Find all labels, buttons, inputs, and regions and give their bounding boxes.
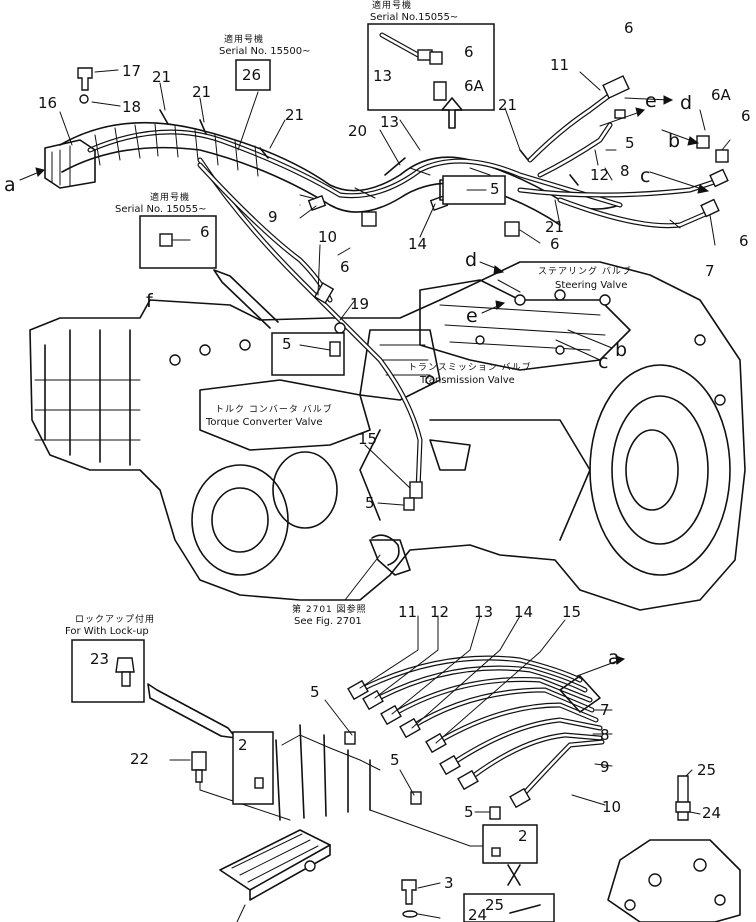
callout-5a: 5 [625, 134, 635, 152]
serial-note-top-jp: 適用号機 [372, 0, 412, 11]
lower-tube-assembly [71, 639, 741, 922]
leader-lines [59, 69, 731, 922]
callout-14: 14 [408, 235, 427, 253]
serial-note-mid-en: Serial No. 15500~ [219, 46, 310, 57]
see-fig-jp: 第 2701 図参照 [292, 603, 367, 615]
steering-valve-jp: ステアリング バルブ [538, 265, 632, 277]
callout-21e: 21 [545, 218, 564, 236]
letter-a-low: a [608, 647, 620, 669]
callout-23: 23 [90, 650, 109, 668]
callout-6f: 6 [550, 235, 560, 253]
callout-11: 11 [550, 56, 569, 74]
see-fig-en: See Fig. 2701 [294, 616, 362, 627]
upper-hose-bundle [44, 67, 729, 566]
callout-6a: 6A [711, 86, 732, 104]
letter-f: f [146, 290, 154, 312]
transmission-valve-jp: トランスミッション バルブ [408, 361, 532, 373]
callout-9: 9 [268, 208, 278, 226]
callout-2a: 2 [238, 736, 248, 754]
callout-6e: 6 [340, 258, 350, 276]
torque-converter-valve-en: Torque Converter Valve [205, 417, 323, 428]
steering-valve-en: Steering Valve [555, 280, 627, 291]
callout-7-low: 7 [600, 701, 610, 719]
torque-converter-valve-jp: トルク コンバータ バルブ [215, 403, 333, 415]
callout-21d: 21 [498, 96, 517, 114]
callout-6a-box: 6A [464, 77, 485, 95]
callout-15-low: 15 [562, 603, 581, 621]
callout-5d: 5 [365, 494, 375, 512]
callout-8-low: 8 [600, 726, 610, 744]
callout-20: 20 [348, 122, 367, 140]
callout-22: 22 [130, 750, 149, 768]
transmission-housing [29, 261, 746, 611]
callout-24-box: 24 [468, 906, 487, 922]
letter-c-low: c [598, 351, 608, 373]
letter-a: a [4, 174, 16, 196]
callout-6-box: 6 [464, 43, 474, 61]
letter-b: b [668, 130, 680, 152]
callout-19: 19 [350, 295, 369, 313]
letter-e: e [645, 90, 657, 112]
callout-5c: 5 [282, 335, 292, 353]
letter-b-low: b [615, 339, 627, 361]
callout-6b: 6 [741, 107, 751, 125]
callout-5b: 5 [490, 180, 500, 198]
callout-13-box: 13 [373, 67, 392, 85]
direction-arrows [19, 95, 710, 886]
callout-14-low: 14 [514, 603, 533, 621]
callout-6d: 6 [200, 223, 210, 241]
serial-note-mid: 適用号機 Serial No. 15500~ [219, 33, 310, 91]
callout-2b: 2 [518, 827, 528, 845]
serial-note-top: 適用号機 Serial No.15055~ [367, 0, 495, 111]
callout-21b: 21 [192, 83, 211, 101]
callout-17: 17 [122, 62, 141, 80]
callout-10: 10 [318, 228, 337, 246]
callout-3: 3 [444, 874, 454, 892]
callout-24: 24 [702, 804, 721, 822]
callout-15: 15 [358, 430, 377, 448]
callout-11-low: 11 [398, 603, 417, 621]
valve-labels: ステアリング バルブ Steering Valve トランスミッション バルブ … [205, 265, 632, 627]
callout-6a-top: 6 [624, 19, 634, 37]
callout-13: 13 [380, 113, 399, 131]
connection-letters: a d e b c f d e b c a [4, 90, 692, 669]
callout-12: 12 [590, 166, 609, 184]
serial-note-left: 適用号機 Serial No. 15055~ [115, 191, 217, 269]
transmission-valve-en: Transmission Valve [419, 375, 515, 386]
serial-note-left-en: Serial No. 15055~ [115, 204, 206, 215]
callout-5g: 5 [464, 803, 474, 821]
lockup-note: ロックアップ付用 For With Lock-up [65, 614, 155, 637]
callout-5e: 5 [310, 683, 320, 701]
callout-26: 26 [242, 66, 261, 84]
letter-c: c [640, 165, 650, 187]
callout-16: 16 [38, 94, 57, 112]
letter-d: d [680, 92, 692, 114]
callout-5f: 5 [390, 751, 400, 769]
lockup-jp: ロックアップ付用 [75, 614, 155, 625]
serial-note-left-jp: 適用号機 [150, 191, 190, 203]
callout-18: 18 [122, 98, 141, 116]
callout-21a: 21 [152, 68, 171, 86]
callout-10-low: 10 [602, 798, 621, 816]
serial-note-mid-jp: 適用号機 [224, 33, 264, 45]
callout-6c: 6 [739, 232, 749, 250]
callout-9-low: 9 [600, 758, 610, 776]
callout-7: 7 [705, 262, 715, 280]
callout-12-low: 12 [430, 603, 449, 621]
serial-note-top-en: Serial No.15055~ [370, 12, 458, 23]
letter-d-low: d [465, 249, 477, 271]
lockup-en: For With Lock-up [65, 626, 149, 637]
callout-25-box: 25 [485, 896, 504, 914]
small-boxes [271, 175, 506, 376]
callout-numbers: 17 18 16 21 21 21 26 20 13 13 6 6A 21 11… [38, 19, 751, 922]
callout-21c: 21 [285, 106, 304, 124]
letter-e-low: e [466, 305, 478, 327]
callout-13-low: 13 [474, 603, 493, 621]
callout-25: 25 [697, 761, 716, 779]
callout-8: 8 [620, 162, 630, 180]
